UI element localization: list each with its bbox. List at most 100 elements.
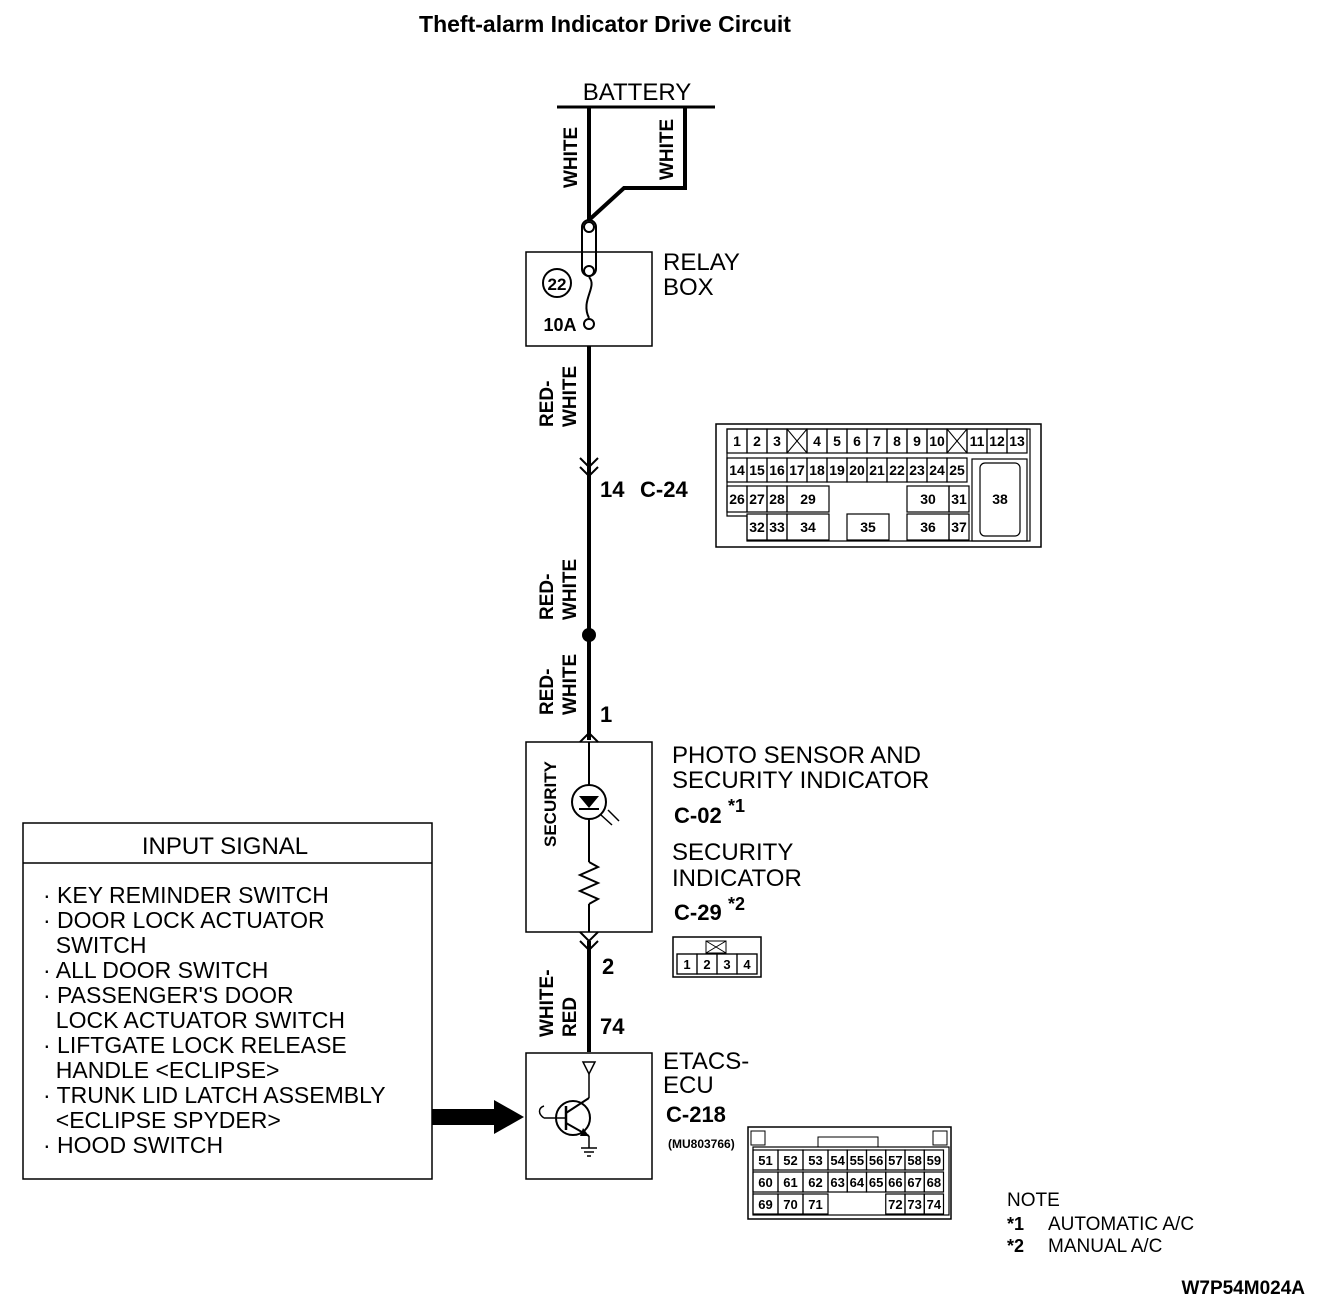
wire-red-white-1-line2: WHITE (560, 366, 581, 427)
c29-cell (736, 953, 758, 975)
indicator-name1-line1: PHOTO SENSOR AND (672, 742, 921, 769)
c24-pin: 7 (873, 433, 881, 449)
resistor-icon (577, 861, 601, 905)
wire-red-white-2-line1: RED- (537, 574, 558, 620)
c24-cell (786, 485, 830, 513)
c24-pin: 33 (769, 519, 785, 535)
wire-white-red-line2: RED (560, 997, 581, 1037)
relay-box-label-line2: BOX (663, 274, 714, 301)
c24-pin: 14 (729, 462, 745, 478)
c24-pin: 28 (769, 491, 785, 507)
note-mark-2: *2 (1007, 1236, 1024, 1256)
c218-pin: 60 (758, 1175, 772, 1190)
input-signal-item: SWITCH (43, 932, 147, 958)
c218-pin: 53 (808, 1153, 822, 1168)
battery-wire-right-label: WHITE (657, 119, 678, 180)
c218-cell (923, 1193, 945, 1215)
c24-pin: 26 (729, 491, 745, 507)
c218-pin: 63 (830, 1175, 844, 1190)
c29-pin: 4 (743, 957, 751, 972)
diagram-title: Theft-alarm Indicator Drive Circuit (419, 11, 791, 37)
c24-blank-cell (946, 428, 968, 454)
input-signal-item: <ECLIPSE SPYDER> (43, 1107, 281, 1133)
c24-pin-number: 14 (600, 477, 625, 502)
ground-icon (581, 1147, 597, 1157)
etacs-input-terminal (581, 1061, 597, 1076)
c24-pin: 35 (860, 519, 876, 535)
c24-connector-symbol (579, 457, 599, 478)
c218-cell (923, 1171, 945, 1193)
c24-pin: 32 (749, 519, 765, 535)
c218-pin: 70 (783, 1197, 797, 1212)
note-text-2: MANUAL A/C (1048, 1236, 1162, 1257)
c218-pin: 72 (888, 1197, 902, 1212)
c24-pin: 1 (733, 433, 741, 449)
c24-pin: 10 (929, 433, 945, 449)
input-signal-item: HANDLE <ECLIPSE> (43, 1057, 280, 1083)
c218-cell (923, 1149, 945, 1171)
fuse-terminal-bottom (583, 318, 595, 330)
wire-red-white-1-line1: RED- (537, 381, 558, 427)
light-rays-icon (600, 809, 620, 826)
c218-pin: 54 (830, 1153, 845, 1168)
indicator-name2-line2: INDICATOR (672, 865, 802, 892)
wire-white-red-line1: WHITE- (537, 969, 558, 1037)
c24-cell (948, 513, 970, 541)
fuse-terminal-mid (583, 265, 595, 277)
c24-pin: 19 (829, 462, 845, 478)
c24-pin: 31 (951, 491, 967, 507)
c29-pin: 3 (723, 957, 730, 972)
battery-wire-right (587, 108, 687, 222)
c24-pin: 13 (1009, 433, 1025, 449)
c218-pin: 73 (907, 1197, 921, 1212)
input-signal-item: · ALL DOOR SWITCH (43, 957, 268, 983)
c218-pin: 58 (907, 1153, 921, 1168)
c24-pin: 36 (920, 519, 936, 535)
c24-pin: 15 (749, 462, 765, 478)
note-mark-1: *1 (1007, 1214, 1024, 1234)
note-text-1: AUTOMATIC A/C (1048, 1214, 1194, 1235)
wire-red-white-3-line1: RED- (537, 669, 558, 715)
c24-pin: 20 (849, 462, 865, 478)
indicator-code2: C-29 (674, 900, 722, 925)
c24-pin-38: 38 (992, 491, 1008, 507)
input-signal-item: · KEY REMINDER SWITCH (43, 882, 329, 908)
indicator-pin-bottom: 2 (602, 954, 614, 979)
c24-pin: 18 (809, 462, 825, 478)
c24-pin: 3 (773, 433, 781, 449)
c218-pin: 59 (927, 1153, 941, 1168)
indicator-note2: *2 (728, 894, 745, 914)
c218-pin: 61 (783, 1175, 797, 1190)
battery-wire-left-label: WHITE (561, 127, 582, 188)
c24-cell (946, 457, 968, 483)
input-signal-item: · TRUNK LID LATCH ASSEMBLY (43, 1082, 386, 1108)
c24-pin: 37 (951, 519, 967, 535)
c24-pin: 8 (893, 433, 901, 449)
input-signal-box (22, 822, 433, 1180)
c218-pin: 56 (869, 1153, 883, 1168)
indicator-top-terminal (579, 731, 599, 743)
c218-pin: 52 (783, 1153, 797, 1168)
etacs-pin-number: 74 (600, 1014, 625, 1039)
c29-pin: 1 (683, 957, 690, 972)
c24-pin: 4 (813, 433, 821, 449)
fuse-terminal-top (583, 221, 595, 233)
input-signal-item: · DOOR LOCK ACTUATOR (43, 907, 325, 933)
note-header: NOTE (1007, 1190, 1060, 1211)
fuse-rating: 10A (543, 315, 576, 335)
indicator-pin-top: 1 (600, 702, 612, 727)
c218-pin: 62 (808, 1175, 822, 1190)
c24-pin: 17 (789, 462, 805, 478)
c24-pin: 21 (869, 462, 885, 478)
c24-cell (948, 485, 970, 513)
c24-pin: 5 (833, 433, 841, 449)
fuse-number: 22 (548, 275, 567, 294)
input-signal-item: LOCK ACTUATOR SWITCH (43, 1007, 345, 1033)
c24-pin: 2 (753, 433, 761, 449)
indicator-note1: *1 (728, 796, 745, 816)
c24-pin: 27 (749, 491, 765, 507)
c24-cell (786, 513, 830, 541)
input-signal-item: · PASSENGER'S DOOR (43, 982, 294, 1008)
